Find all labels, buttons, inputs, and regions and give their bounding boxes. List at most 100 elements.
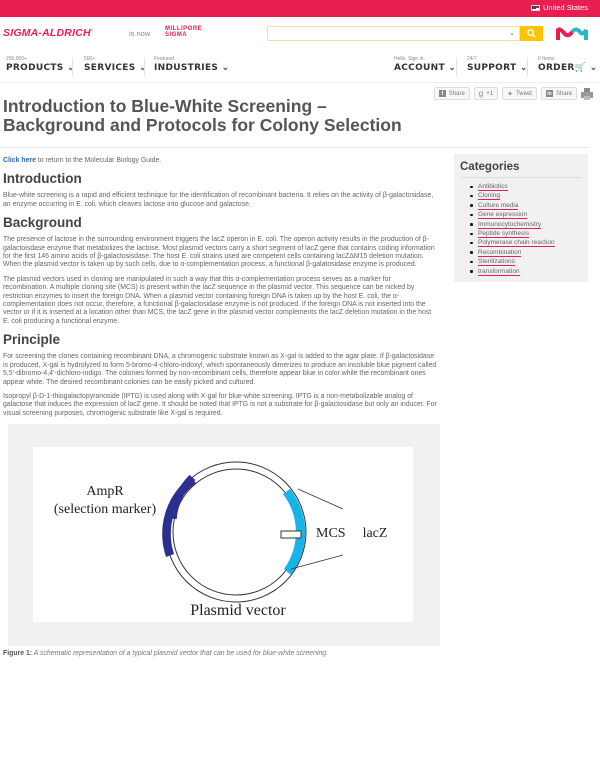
nav-support-label: SUPPORT	[467, 63, 517, 73]
nav-account-label: ACCOUNT	[394, 63, 445, 73]
click-here-link[interactable]: Click here	[3, 157, 36, 164]
return-paragraph: Click here to return to the Molecular Bi…	[3, 157, 437, 165]
linkedin-icon: in	[545, 90, 553, 97]
search-button[interactable]	[520, 26, 543, 41]
chevron-down-icon: ⌄	[589, 63, 598, 73]
page-title: Introduction to Blue-White Screening – B…	[3, 97, 402, 135]
introduction-heading: Introduction	[3, 171, 82, 187]
millipore-text: MILLIPORE	[165, 26, 203, 32]
figure-caption-label: Figure 1:	[3, 650, 33, 658]
millipore-sigma-logo[interactable]: MILLIPORE SIGMA	[165, 26, 202, 38]
chevron-down-icon: ⌄	[67, 63, 75, 73]
nav-industries-label: INDUSTRIES	[154, 63, 219, 73]
linkedin-share-label: Share	[555, 90, 572, 97]
twitter-icon: ✦	[507, 90, 513, 98]
merck-m-logo[interactable]	[556, 26, 588, 42]
nav-support[interactable]: 24/7 SUPPORT ⌄	[467, 56, 528, 73]
nav-account[interactable]: Hello. Sign in. ACCOUNT ⌄	[394, 56, 456, 73]
header-divider	[0, 82, 600, 83]
nav-industries[interactable]: Featured INDUSTRIES ⌄	[154, 56, 229, 73]
figure-caption-text: A schematic representation of a typical …	[32, 650, 329, 658]
google-plus-button[interactable]: g+1	[473, 87, 499, 100]
nav-products-count: 200,000+	[6, 56, 27, 62]
return-text: to return to the Molecular Biology Guide…	[35, 157, 162, 164]
categories-heading: Categories	[460, 161, 582, 178]
category-sterilizations[interactable]: Sterilizations	[478, 258, 515, 267]
figure-caption: Figure 1: A schematic representation of …	[3, 650, 437, 657]
nav-divider	[144, 58, 145, 76]
top-bar: United States	[0, 0, 600, 17]
sigma-text: SIGMA	[165, 32, 188, 38]
sigma-logo-text: SIGMA-ALDRICH	[3, 27, 91, 39]
nav-order-count: 0 Items	[538, 56, 555, 62]
chevron-down-icon: ⌄	[221, 63, 230, 73]
category-item[interactable]: Culture media	[470, 201, 582, 210]
categories-list: Antibiotics Cloning Culture media Gene e…	[460, 182, 582, 276]
chevron-down-icon[interactable]: ⌄	[509, 30, 515, 37]
page-title-line-1: Introduction to Blue-White Screening –	[3, 96, 327, 116]
nav-services[interactable]: 500+ SERVICES ⌄	[84, 56, 147, 73]
category-item[interactable]: Immunocytochemistry	[470, 220, 582, 229]
google-plus-icon: g	[478, 89, 484, 98]
category-item[interactable]: Recombination	[470, 248, 582, 257]
tweet-button[interactable]: ✦Tweet	[502, 87, 537, 100]
category-transformation[interactable]: transformation	[478, 267, 520, 276]
chevron-down-icon: ⌄	[448, 63, 457, 73]
principle-heading: Principle	[3, 332, 61, 348]
plasmid-vector-diagram: AmpR (selection marker) MCS lacZ Plasmid…	[33, 447, 413, 623]
principle-paragraph-2: Isopropyl β-D-1-thiogalactopyranoside (I…	[3, 392, 437, 417]
category-item[interactable]: Sterilizations	[470, 257, 582, 267]
search-input[interactable]: ⌄	[267, 26, 520, 41]
is-now-text: is now	[129, 29, 151, 38]
nav-account-greeting: Hello. Sign in.	[394, 56, 425, 62]
article-body: Click here to return to the Molecular Bi…	[3, 157, 440, 657]
search-icon	[527, 29, 536, 38]
category-peptide-synthesis[interactable]: Peptide synthesis	[478, 230, 529, 239]
background-heading: Background	[3, 215, 82, 231]
category-item[interactable]: Peptide synthesis	[470, 229, 582, 239]
header-logo-row: SIGMA-ALDRICH® is now MILLIPORE SIGMA ⌄	[0, 24, 600, 44]
nav-order-label: ORDER	[538, 63, 575, 73]
region-selector[interactable]: United States	[530, 3, 588, 12]
nav-divider	[456, 58, 457, 76]
category-pcr[interactable]: Polymerase chain reaction	[478, 239, 555, 248]
category-antibiotics[interactable]: Antibiotics	[478, 183, 508, 191]
google-plus-label: +1	[486, 90, 494, 97]
nav-products[interactable]: 200,000+ PRODUCTS ⌄	[6, 56, 75, 73]
nav-order[interactable]: 0 Items ORDER🛒 ⌄	[538, 56, 597, 73]
nav-services-count: 500+	[84, 56, 96, 62]
ampr-label: AmpR	[86, 484, 124, 499]
plasmid-vector-label: Plasmid vector	[190, 602, 286, 619]
category-recombination[interactable]: Recombination	[478, 248, 522, 257]
category-immunocytochemistry[interactable]: Immunocytochemistry	[478, 220, 542, 229]
category-cloning[interactable]: Cloning	[478, 192, 501, 201]
category-item[interactable]: transformation	[470, 267, 582, 276]
category-item[interactable]: Gene expression	[470, 210, 582, 220]
category-item[interactable]: Antibiotics	[470, 182, 582, 191]
categories-sidebar: Categories Antibiotics Cloning Culture m…	[454, 154, 588, 282]
principle-paragraph-1: For screening the clones containing reco…	[3, 353, 437, 386]
print-icon[interactable]	[581, 87, 593, 100]
facebook-icon: f	[438, 90, 446, 97]
region-label: United States	[542, 3, 588, 12]
category-gene-expression[interactable]: Gene expression	[478, 211, 528, 220]
lacz-label: lacZ	[363, 526, 388, 541]
us-flag-icon	[530, 4, 540, 11]
nav-industries-note: Featured	[154, 56, 175, 62]
page-title-line-2: Background and Protocols for Colony Sele…	[3, 115, 402, 135]
category-item[interactable]: Polymerase chain reaction	[470, 238, 582, 248]
nav-services-label: SERVICES	[84, 63, 136, 73]
title-divider	[0, 147, 588, 148]
chevron-down-icon: ⌄	[138, 63, 147, 73]
sigma-aldrich-logo[interactable]: SIGMA-ALDRICH®	[3, 27, 94, 39]
category-culture-media[interactable]: Culture media	[478, 201, 519, 210]
nav-support-note: 24/7	[467, 56, 477, 62]
tweet-label: Tweet	[515, 90, 532, 97]
cart-icon: 🛒	[574, 63, 587, 73]
selection-marker-label: (selection marker)	[54, 502, 157, 517]
background-paragraph-2: The plasmid vectors used in cloning are …	[3, 275, 432, 325]
category-item[interactable]: Cloning	[470, 191, 582, 201]
